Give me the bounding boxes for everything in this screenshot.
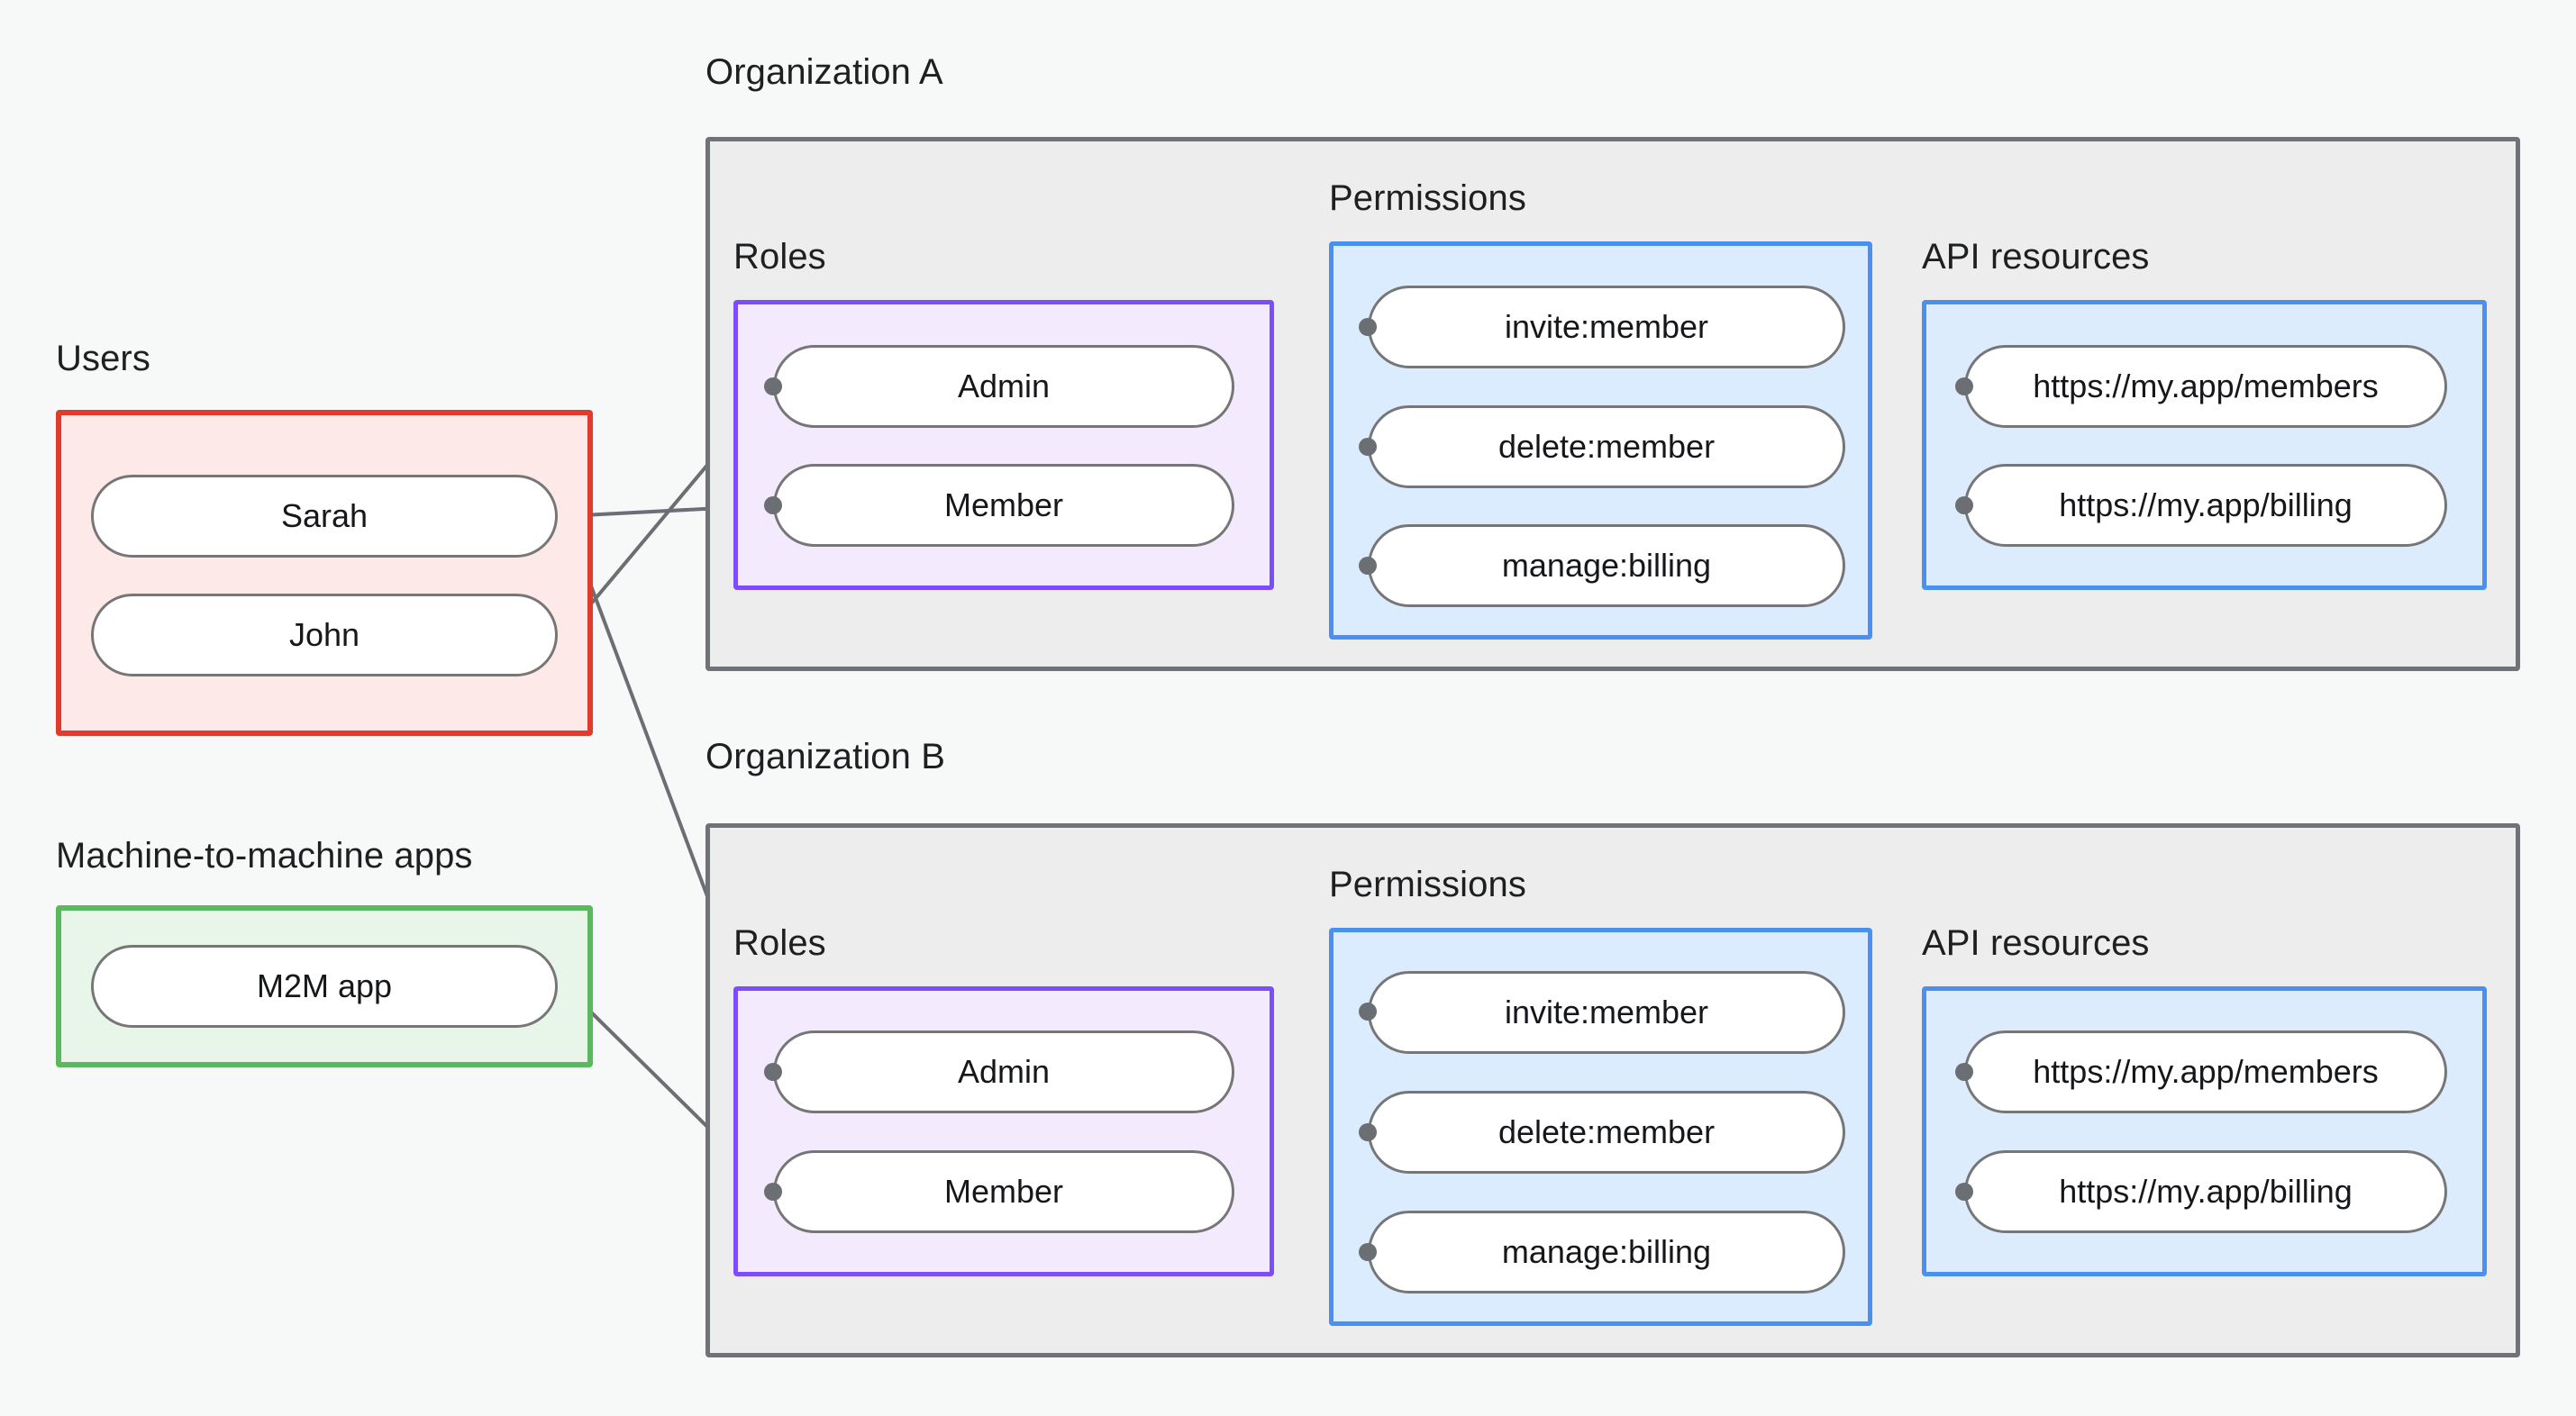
organization-b-permission-delete-member-label: delete:member — [1497, 1113, 1716, 1150]
connector-dot-orgA-members-in — [1955, 377, 1973, 395]
organization-a-api-resource-billing-label: https://my.app/billing — [2059, 486, 2353, 523]
connector-dot-orgB-invite-in — [1359, 1003, 1377, 1021]
organization-a-permission-invite-member[interactable]: invite:member — [1368, 286, 1845, 368]
user-sarah[interactable]: Sarah — [91, 475, 558, 558]
connector-dot-orgB-delete-in — [1359, 1123, 1377, 1141]
organization-b-label: Organization B — [705, 737, 945, 776]
organization-b-permission-manage-billing[interactable]: manage:billing — [1368, 1211, 1845, 1293]
connector-dot-orgA-manage-in — [1359, 557, 1377, 575]
connector-dot-orgA-admin-in — [764, 377, 782, 395]
users-label: Users — [56, 339, 150, 378]
organization-b-permission-manage-billing-label: manage:billing — [1501, 1233, 1712, 1270]
organization-b-permission-invite-member[interactable]: invite:member — [1368, 971, 1845, 1054]
organization-a-api-resource-billing[interactable]: https://my.app/billing — [1964, 464, 2447, 547]
organization-a-permission-invite-member-label: invite:member — [1504, 308, 1709, 345]
organization-b-role-admin[interactable]: Admin — [773, 1030, 1234, 1113]
connector-dot-orgA-member-in — [764, 496, 782, 514]
connector-dot-orgA-delete-in — [1359, 438, 1377, 456]
organization-b-permissions-label: Permissions — [1329, 865, 1526, 904]
organization-b-api-resources-label: API resources — [1922, 923, 2150, 963]
organization-b-api-resource-billing[interactable]: https://my.app/billing — [1964, 1150, 2447, 1233]
organization-b-permission-invite-member-label: invite:member — [1504, 994, 1709, 1030]
organization-b-role-member[interactable]: Member — [773, 1150, 1234, 1233]
m2m-app-node[interactable]: M2M app — [91, 945, 558, 1028]
organization-b-role-admin-label: Admin — [957, 1053, 1051, 1090]
organization-a-api-resource-members-label: https://my.app/members — [2033, 368, 2379, 404]
connector-dot-orgB-admin-in — [764, 1063, 782, 1081]
machine-to-machine-apps-label: Machine-to-machine apps — [56, 836, 473, 876]
user-john[interactable]: John — [91, 594, 558, 676]
organization-b-api-resource-members-label: https://my.app/members — [2033, 1053, 2379, 1090]
m2m-app-node-label: M2M app — [256, 967, 393, 1004]
organization-a-permission-delete-member[interactable]: delete:member — [1368, 405, 1845, 488]
organization-b-api-resource-billing-label: https://my.app/billing — [2059, 1173, 2353, 1210]
organization-a-role-admin-label: Admin — [957, 368, 1051, 404]
organization-a-permission-manage-billing-label: manage:billing — [1501, 547, 1712, 584]
connector-dot-orgA-billing-in — [1955, 496, 1973, 514]
organization-a-permissions-label: Permissions — [1329, 178, 1526, 218]
organization-b-permission-delete-member[interactable]: delete:member — [1368, 1091, 1845, 1174]
connector-dot-orgA-invite-in — [1359, 318, 1377, 336]
organization-b-api-resource-members[interactable]: https://my.app/members — [1964, 1030, 2447, 1113]
connector-dot-orgB-members-in — [1955, 1063, 1973, 1081]
organization-a-role-admin[interactable]: Admin — [773, 345, 1234, 428]
connector-dot-orgB-member-in — [764, 1183, 782, 1201]
organization-a-api-resource-members[interactable]: https://my.app/members — [1964, 345, 2447, 428]
user-john-label: John — [288, 616, 360, 653]
organization-a-roles-label: Roles — [733, 237, 826, 277]
organization-a-label: Organization A — [705, 52, 943, 92]
organization-a-role-member[interactable]: Member — [773, 464, 1234, 547]
organization-b-role-member-label: Member — [943, 1173, 1064, 1210]
user-sarah-label: Sarah — [280, 497, 369, 534]
connector-dot-orgB-billing-in — [1955, 1183, 1973, 1201]
organization-a-role-member-label: Member — [943, 486, 1064, 523]
users-frame — [56, 410, 593, 736]
organization-a-permission-manage-billing[interactable]: manage:billing — [1368, 524, 1845, 607]
organization-a-api-resources-label: API resources — [1922, 237, 2150, 277]
organization-b-roles-label: Roles — [733, 923, 826, 963]
organization-a-permission-delete-member-label: delete:member — [1497, 428, 1716, 465]
connector-dot-orgB-manage-in — [1359, 1243, 1377, 1261]
